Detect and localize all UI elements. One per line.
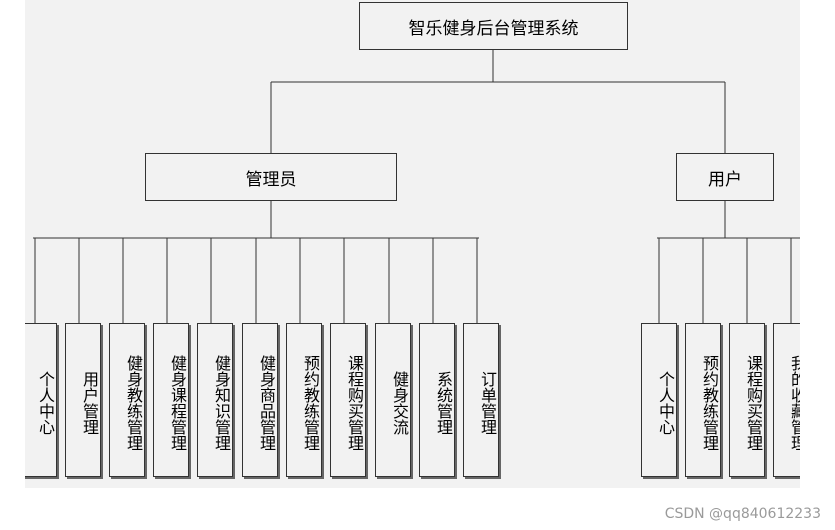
module-box: 个人中心 [641,323,677,477]
module-box: 课程购买管理 [729,323,765,477]
module-box: 订单管理 [463,323,499,477]
diagram-canvas: 智乐健身后台管理系统 管理员 用户 个人中心用户管理健身教练管理健身课程管理健身… [25,0,800,488]
user-label: 用户 [708,169,742,190]
module-box: 系统管理 [419,323,455,477]
module-box: 课程购买管理 [330,323,366,477]
connector-lines [33,50,800,323]
module-box: 个人中心 [25,323,57,477]
module-box: 健身教练管理 [109,323,145,477]
module-box: 用户管理 [65,323,101,477]
root-node: 智乐健身后台管理系统 [359,2,628,50]
admin-node: 管理员 [145,153,397,201]
module-box: 健身商品管理 [242,323,278,477]
module-box: 健身交流 [375,323,411,477]
admin-label: 管理员 [245,169,297,190]
watermark: CSDN @qq840612233 [664,506,821,522]
user-node: 用户 [676,153,774,201]
module-box: 健身课程管理 [153,323,189,477]
module-box: 我的收藏管理 [773,323,800,477]
module-box: 预约教练管理 [286,323,322,477]
module-box: 预约教练管理 [685,323,721,477]
root-label: 智乐健身后台管理系统 [408,18,579,39]
module-box: 健身知识管理 [197,323,233,477]
